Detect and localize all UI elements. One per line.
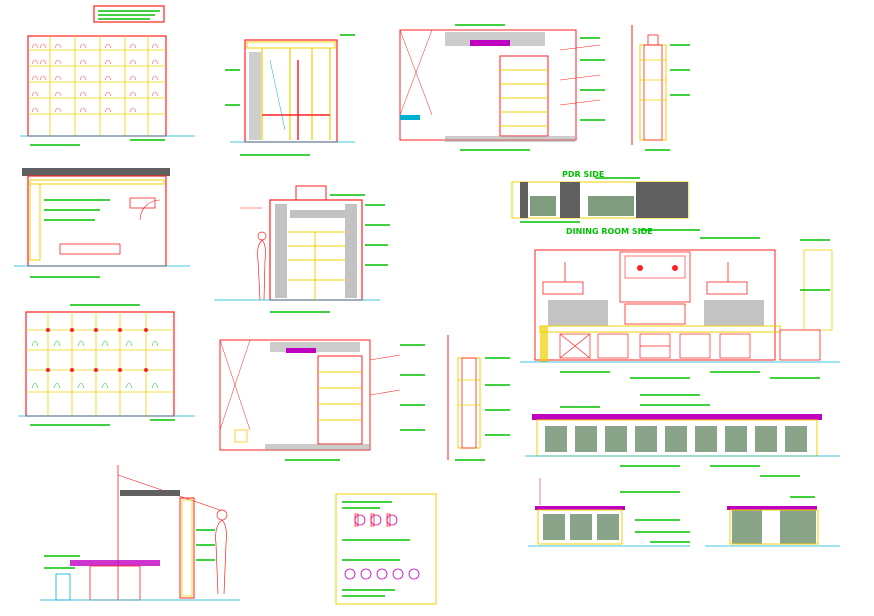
wine-rack-elevation-1	[20, 35, 195, 146]
wine-rack-elevation-2	[18, 304, 195, 426]
wine-display-section-2	[219, 339, 425, 461]
title-block	[93, 5, 165, 23]
back-bar-elevation	[214, 185, 390, 313]
glass-door-elevation	[225, 34, 355, 156]
bar-section-with-figure	[40, 465, 240, 601]
wine-display-section	[399, 24, 605, 151]
counter-front-elevation-short	[528, 478, 690, 547]
dining-room-side-elevation: DINING ROOM SIDE	[520, 227, 840, 379]
pdr-side-elevation: PDR SIDE	[511, 170, 689, 223]
pdr-side-label: PDR SIDE	[562, 170, 604, 179]
legend-box	[335, 493, 437, 605]
column-section-top-right	[631, 25, 690, 151]
counter-front-elevation-long	[525, 394, 840, 477]
dining-room-side-label: DINING ROOM SIDE	[566, 227, 653, 236]
counter-end-elevation	[705, 496, 840, 547]
column-section-middle	[447, 335, 510, 461]
bar-plan-view	[14, 168, 190, 278]
